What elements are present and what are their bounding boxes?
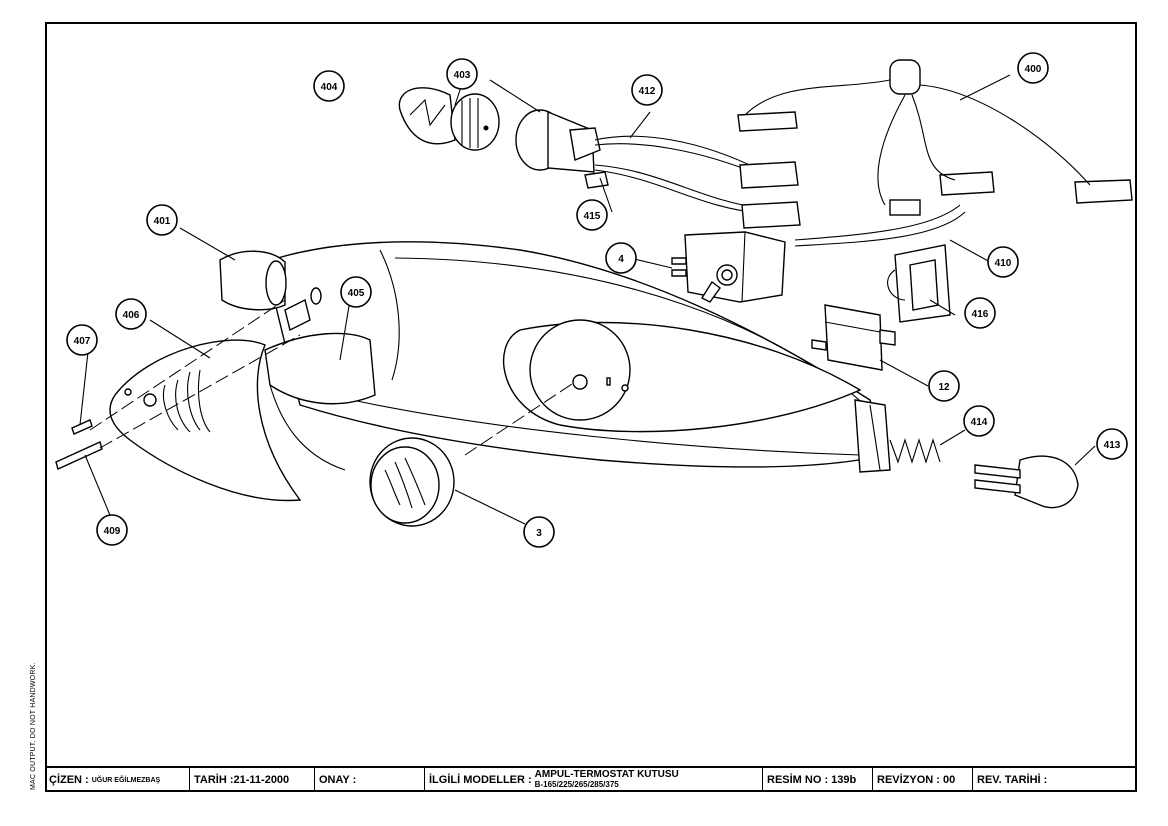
- screw-long: [55, 441, 103, 470]
- callout-403: 403: [446, 58, 478, 90]
- date-cell: TARİH :21-11-2000: [190, 768, 315, 792]
- callout-401: 401: [146, 204, 178, 236]
- callout-410: 410: [987, 246, 1019, 278]
- drawn-by-value: UĞUR EĞİLMEZBAŞ: [91, 776, 161, 784]
- revision-date-cell: REV. TARİHİ :: [977, 774, 1048, 786]
- callout-406: 406: [115, 298, 147, 330]
- svg-text:410: 410: [995, 258, 1012, 269]
- revision-cell: REVİZYON : 00: [873, 768, 973, 792]
- svg-text:404: 404: [321, 82, 338, 93]
- callout-407: 407: [66, 324, 98, 356]
- svg-text:400: 400: [1025, 64, 1042, 75]
- spring: [889, 438, 941, 464]
- callout-404: 404: [313, 70, 345, 102]
- svg-text:409: 409: [104, 526, 121, 537]
- thermostat: [684, 231, 786, 303]
- svg-text:406: 406: [123, 310, 140, 321]
- title-block: ÇİZEN : UĞUR EĞİLMEZBAŞ TARİH :21-11-200…: [45, 766, 1137, 792]
- knob-seat: [529, 319, 631, 421]
- svg-text:401: 401: [154, 216, 171, 227]
- callout-405: 405: [340, 276, 372, 308]
- svg-text:415: 415: [584, 211, 601, 222]
- svg-text:405: 405: [348, 288, 365, 299]
- svg-text:403: 403: [454, 70, 471, 81]
- drawing-number-cell: RESİM NO : 139b: [763, 768, 873, 792]
- callout-416: 416: [964, 297, 996, 329]
- bulb: [398, 87, 456, 145]
- svg-text:3: 3: [536, 528, 542, 539]
- lamp-plug: [1014, 455, 1079, 509]
- svg-text:414: 414: [971, 417, 988, 428]
- svg-text:413: 413: [1104, 440, 1121, 451]
- svg-text:4: 4: [618, 254, 624, 265]
- svg-text:407: 407: [74, 336, 91, 347]
- callout-12: 12: [928, 370, 960, 402]
- callout-415: 415: [576, 199, 608, 231]
- callout-414: 414: [963, 405, 995, 437]
- related-models-title: AMPUL-TERMOSTAT KUTUSU: [534, 769, 679, 780]
- callout-400: 400: [1017, 52, 1049, 84]
- front-cap: [109, 339, 302, 502]
- screw-short: [71, 419, 93, 435]
- approval-cell: ONAY :: [315, 768, 425, 792]
- drawing-frame: [45, 22, 1137, 792]
- callout-413: 413: [1096, 428, 1128, 460]
- callout-412: 412: [631, 74, 663, 106]
- callout-3: 3: [523, 516, 555, 548]
- reflector: [264, 332, 376, 405]
- drawn-by-cell: ÇİZEN : UĞUR EĞİLMEZBAŞ: [45, 768, 190, 792]
- rocker-switch: [824, 304, 883, 371]
- svg-text:12: 12: [938, 382, 950, 393]
- related-models-list: B-165/225/265/285/375: [534, 780, 619, 789]
- drawn-by-label: ÇİZEN :: [49, 774, 89, 786]
- svg-text:416: 416: [972, 309, 989, 320]
- svg-text:412: 412: [639, 86, 656, 97]
- related-models-cell: İLGİLİ MODELLER : AMPUL-TERMOSTAT KUTUSU…: [425, 768, 763, 792]
- related-models-label: İLGİLİ MODELLER :: [429, 774, 532, 786]
- callout-4: 4: [605, 242, 637, 274]
- callout-409: 409: [96, 514, 128, 546]
